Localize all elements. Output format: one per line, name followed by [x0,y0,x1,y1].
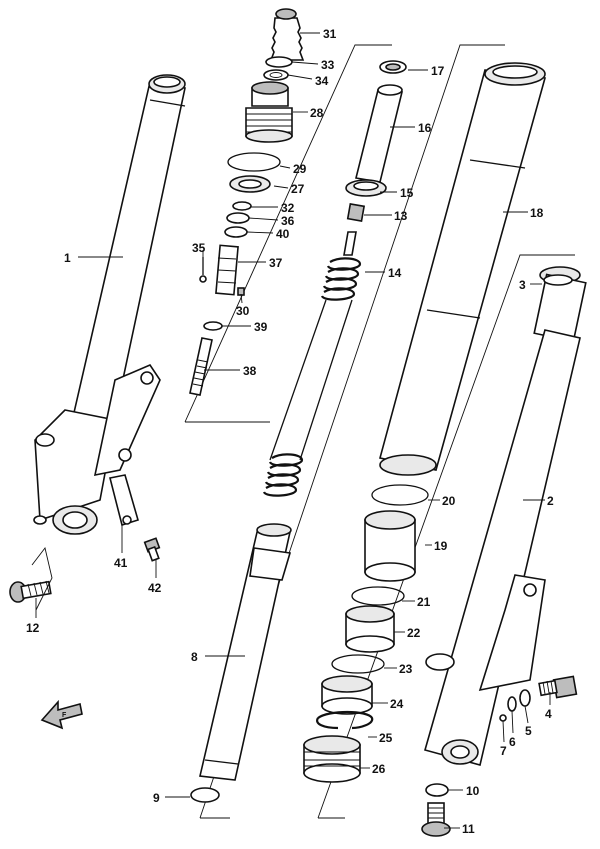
callout-6: 6 [509,735,516,749]
callout-12: 12 [26,621,40,635]
callout-22: 22 [407,626,421,640]
callout-labels: 1 2 3 4 5 6 7 8 9 10 11 12 13 14 15 16 1… [26,27,554,836]
callout-28: 28 [310,106,324,120]
callout-18: 18 [530,206,544,220]
gasket-part [519,689,531,707]
callout-5: 5 [525,724,532,738]
callout-15: 15 [400,186,414,200]
leader-lines [31,32,551,829]
callout-20: 20 [442,494,456,508]
callout-41: 41 [114,556,128,570]
callout-8: 8 [191,650,198,664]
axle-bolt-part [9,580,52,603]
callout-10: 10 [466,784,480,798]
callout-30: 30 [236,304,250,318]
damper-assembly-part [189,8,305,396]
washer-part [507,696,517,712]
callout-27: 27 [291,182,305,196]
callout-38: 38 [243,364,257,378]
callout-9: 9 [153,791,160,805]
callout-26: 26 [372,762,386,776]
callout-42: 42 [148,581,162,595]
oil-seal-part [321,675,373,715]
callout-19: 19 [434,539,448,553]
callout-37: 37 [269,256,283,270]
callout-13: 13 [394,209,408,223]
ball-part [499,714,507,722]
callout-34: 34 [315,74,329,88]
callout-16: 16 [418,121,432,135]
washer-ring-part [331,654,385,674]
callout-11: 11 [462,822,475,836]
callout-29: 29 [293,162,307,176]
slide-bushing-part [345,605,395,653]
callout-14: 14 [388,266,402,280]
front-arrow-label: F [62,712,67,719]
gasket-lower-part [425,783,449,797]
outer-tube-right-part [424,266,587,766]
bleed-bolt-part [143,537,161,562]
fork-spring-part [262,231,362,497]
callout-32: 32 [281,201,295,215]
callout-24: 24 [390,697,404,711]
inner-tube-part [379,62,547,476]
callout-7: 7 [500,744,507,758]
guide-bushing-part [364,510,416,582]
callout-35: 35 [192,241,206,255]
c-ring-part [351,586,405,606]
callout-3: 3 [519,278,526,292]
callout-31: 31 [323,27,337,41]
socket-bolt-part [421,802,451,837]
callout-39: 39 [254,320,268,334]
stopper-ring-part [316,710,374,730]
callout-25: 25 [379,731,393,745]
callout-2: 2 [547,494,554,508]
callout-4: 4 [545,707,552,721]
oil-seal-ring-part [371,484,429,506]
callout-40: 40 [276,227,290,241]
drain-bolt-part [538,675,578,699]
front-arrow-icon: F [40,699,83,730]
dust-seal-part [303,735,361,783]
callout-33: 33 [321,58,335,72]
callout-17: 17 [431,64,445,78]
callout-36: 36 [281,214,295,228]
spacer-assembly-part [345,60,407,223]
bracket-clip-part [109,474,139,527]
callout-1: 1 [64,251,71,265]
callout-21: 21 [417,595,431,609]
outer-tube-left-part [33,74,186,535]
inner-rod-part [190,523,292,803]
callout-23: 23 [399,662,413,676]
